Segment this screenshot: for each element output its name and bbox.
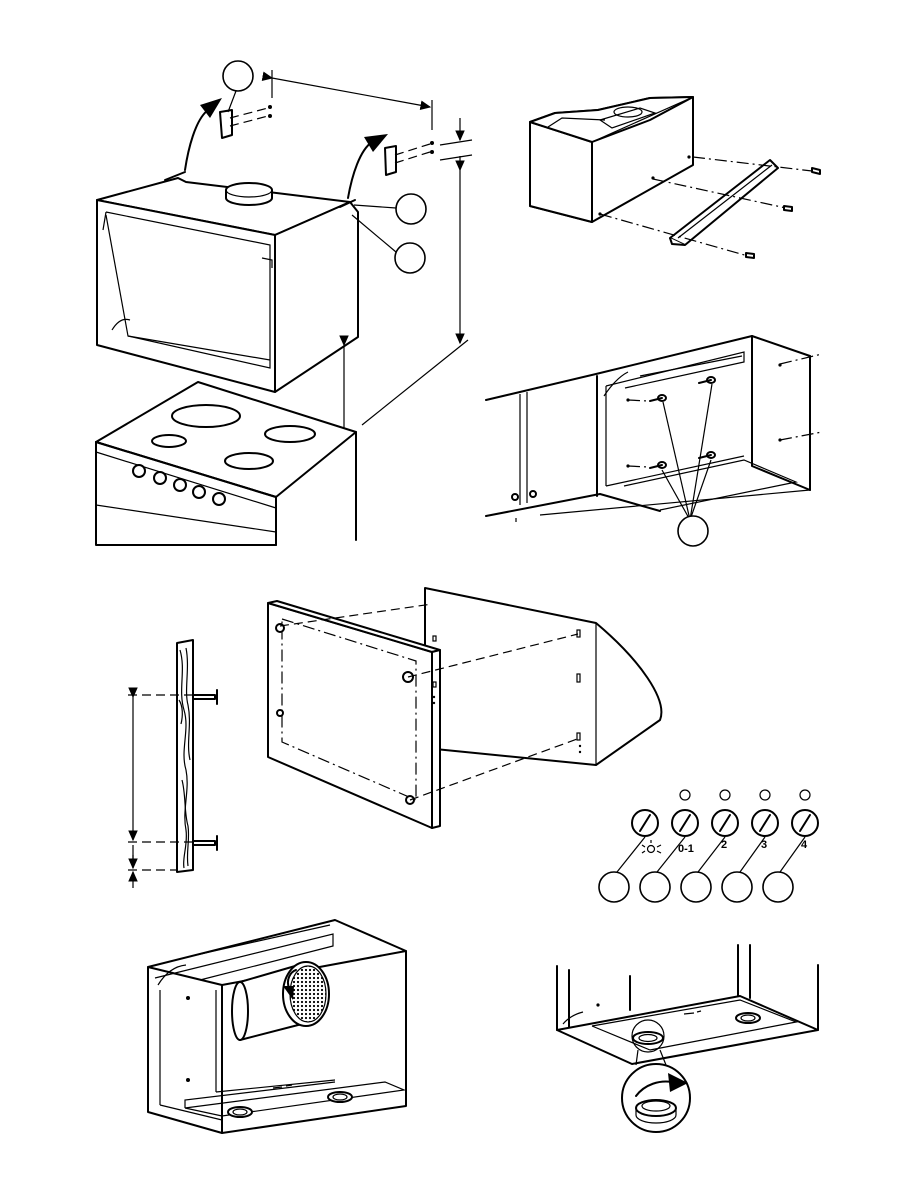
speed-knob-4	[792, 810, 818, 836]
callout-speed-3	[722, 872, 752, 902]
callout-1	[223, 61, 253, 91]
callout-light	[599, 872, 629, 902]
callout-3	[395, 243, 425, 273]
figure-hood-rail	[530, 97, 820, 258]
callout-4	[678, 516, 708, 546]
indicator-led-2	[720, 790, 730, 800]
figure-control-panel: 0-1 2 3 4	[599, 790, 818, 902]
callout-2	[396, 194, 426, 224]
indicator-led-4	[800, 790, 810, 800]
light-bulb-icon	[642, 840, 661, 853]
indicator-led-1	[680, 790, 690, 800]
figure-hood-screws	[486, 336, 822, 546]
callout-speed-4	[763, 872, 793, 902]
callout-speed-2	[681, 872, 711, 902]
magnifier-circle	[622, 1064, 690, 1132]
speed-knob-3	[752, 810, 778, 836]
figure-lamp-cover-detail	[557, 945, 818, 1132]
knob-label-0-1: 0-1	[678, 843, 694, 855]
indicator-led-3	[760, 790, 770, 800]
light-knob	[632, 810, 658, 836]
figure-wooden-board	[128, 640, 217, 888]
callout-speed-0-1	[640, 872, 670, 902]
figure-charcoal-filter	[148, 920, 406, 1133]
figure-front-panel	[268, 588, 661, 828]
figure-cooker	[96, 382, 356, 545]
speed-knob-2	[712, 810, 738, 836]
speed-knob-0-1	[672, 810, 698, 836]
figure-hood-bracket-mounting	[97, 61, 472, 442]
